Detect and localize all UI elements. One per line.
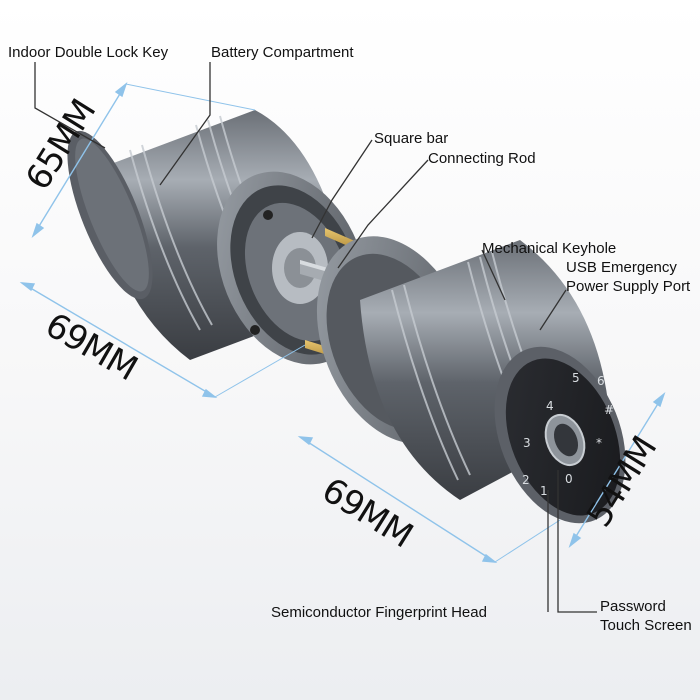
dim-line-54mm <box>569 393 665 547</box>
leader-usb <box>539 289 567 331</box>
label-battery-compartment: Battery Compartment <box>211 44 354 61</box>
keypad-key-6: 6 <box>597 374 605 388</box>
dim-line-65mm <box>32 83 127 237</box>
keypad-key-5: 5 <box>572 371 580 385</box>
leader-square-bar <box>311 139 373 239</box>
label-indoor-double-lock-key: Indoor Double Lock Key <box>8 44 169 61</box>
keypad-key-4: 4 <box>546 399 554 413</box>
leader-lines <box>34 62 597 613</box>
dim-line-69mm-right <box>299 436 496 563</box>
leader-connecting-rod <box>337 159 429 269</box>
label-connecting-rod: Connecting Rod <box>428 150 536 167</box>
keypad-key-hash: # <box>604 403 614 417</box>
dim-line-69mm-left <box>21 282 216 398</box>
keypad-key-1: 1 <box>540 484 548 498</box>
label-square-bar: Square bar <box>374 130 449 147</box>
label-mechanical-keyhole: Mechanical Keyhole <box>482 240 617 257</box>
keypad-key-3: 3 <box>523 436 531 450</box>
password-keypad: 5 6 4 #3 * 21 0 <box>522 371 614 498</box>
leader-indoor-key <box>34 62 106 149</box>
label-password-line2: Touch Screen <box>600 617 692 634</box>
right-lock-body <box>316 236 626 524</box>
keypad-key-2: 2 <box>522 473 530 487</box>
label-password-line1: Password <box>600 598 666 615</box>
label-fingerprint-head: Semiconductor Fingerprint Head <box>271 604 487 621</box>
leader-password <box>557 470 597 613</box>
label-usb-line1: USB Emergency <box>566 259 677 276</box>
dimension-lines <box>19 81 666 563</box>
label-usb-line2: Power Supply Port <box>566 278 691 295</box>
leader-keyhole <box>481 249 506 301</box>
keypad-key-star: * <box>596 436 602 450</box>
leader-battery <box>159 62 211 186</box>
keypad-key-0: 0 <box>565 472 573 486</box>
